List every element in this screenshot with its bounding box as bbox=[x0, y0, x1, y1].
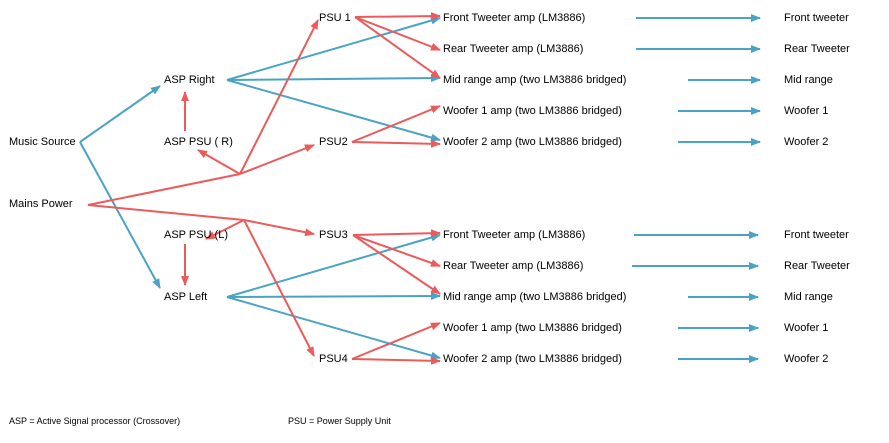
psu3-node: PSU3 bbox=[319, 229, 348, 241]
asp-psu-right-node: ASP PSU ( R) bbox=[164, 136, 233, 148]
psu1-node: PSU 1 bbox=[319, 12, 351, 24]
right-speaker-mid-range: Mid range bbox=[784, 74, 833, 86]
arrow-psu1-to-front-tweeter-amp bbox=[354, 12, 441, 21]
legend-psu: PSU = Power Supply Unit bbox=[288, 416, 391, 426]
psu4-node: PSU4 bbox=[319, 353, 348, 365]
left-amp-front-tweeter: Front Tweeter amp (LM3886) bbox=[443, 229, 586, 241]
left-amp-woofer-1: Woofer 1 amp (two LM3886 bridged) bbox=[443, 322, 622, 334]
right-speaker-woofer-2: Woofer 2 bbox=[784, 136, 829, 148]
right-amp-woofer-1: Woofer 1 amp (two LM3886 bridged) bbox=[443, 105, 622, 117]
right-speaker-rear-tweeter: Rear Tweeter bbox=[784, 43, 850, 55]
right-amp-woofer-2: Woofer 2 amp (two LM3886 bridged) bbox=[443, 136, 622, 148]
asp-psu-left-node: ASP PSU (L) bbox=[164, 229, 228, 241]
arrow-psu3-to-front-tweeter-amp bbox=[352, 229, 441, 238]
arrow-psu2-to-woofer1-amp bbox=[351, 105, 441, 143]
left-speaker-front-tweeter: Front tweeter bbox=[784, 229, 849, 241]
arrow-psu2-to-woofer2-amp bbox=[351, 139, 441, 148]
asp-right-node: ASP Right bbox=[164, 74, 215, 86]
arrow-junction-to-psu2 bbox=[239, 144, 315, 175]
arrow-psu3-to-rear-tweeter-amp bbox=[352, 234, 441, 267]
left-amp-woofer-2: Woofer 2 amp (two LM3886 bridged) bbox=[443, 353, 622, 365]
arrow-junction-to-asp-psu-r bbox=[197, 149, 241, 175]
line-mains-to-left-junction bbox=[87, 204, 245, 221]
signal-arrows bbox=[79, 14, 761, 363]
line-mains-to-right-junction bbox=[87, 173, 241, 206]
right-amp-front-tweeter: Front Tweeter amp (LM3886) bbox=[443, 12, 586, 24]
arrow-psu1-to-mid-amp bbox=[354, 16, 441, 79]
right-speaker-woofer-1: Woofer 1 bbox=[784, 105, 829, 117]
left-speaker-mid-range: Mid range bbox=[784, 291, 833, 303]
arrow-junction-to-asp-psu-l bbox=[205, 219, 245, 240]
arrow-source-to-asp-right bbox=[79, 85, 161, 143]
legend-asp: ASP = Active Signal processor (Crossover… bbox=[9, 416, 181, 426]
arrow-psu1-to-rear-tweeter-amp bbox=[354, 16, 441, 51]
arrow-junction-to-psu1 bbox=[239, 19, 319, 175]
arrow-psu4-to-woofer2-amp bbox=[351, 356, 441, 365]
psu2-node: PSU2 bbox=[319, 136, 348, 148]
asp-left-node: ASP Left bbox=[164, 291, 208, 303]
left-speaker-rear-tweeter: Rear Tweeter bbox=[784, 260, 850, 272]
arrow-asp-right-to-mid-amp bbox=[226, 74, 441, 83]
arrow-asp-left-to-woofer2-amp bbox=[226, 296, 441, 360]
arrow-asp-left-to-front-tweeter-amp bbox=[226, 233, 441, 298]
arrow-asp-right-to-front-tweeter-amp bbox=[226, 16, 441, 81]
arrow-asp-right-to-woofer2-amp bbox=[226, 79, 441, 142]
right-amp-mid-range: Mid range amp (two LM3886 bridged) bbox=[443, 74, 627, 86]
left-amp-rear-tweeter: Rear Tweeter amp (LM3886) bbox=[443, 260, 584, 272]
right-amp-rear-tweeter: Rear Tweeter amp (LM3886) bbox=[443, 43, 584, 55]
arrow-psu4-to-woofer1-amp bbox=[351, 322, 441, 360]
arrow-junction-to-psu3 bbox=[243, 219, 315, 237]
arrow-source-to-asp-left bbox=[79, 141, 161, 289]
music-source-node: Music Source bbox=[9, 136, 76, 148]
power-arrows bbox=[87, 12, 441, 365]
arrow-psu3-to-mid-amp bbox=[352, 234, 441, 295]
right-speaker-front-tweeter: Front tweeter bbox=[784, 12, 849, 24]
left-amp-mid-range: Mid range amp (two LM3886 bridged) bbox=[443, 291, 627, 303]
left-speaker-woofer-1: Woofer 1 bbox=[784, 322, 829, 334]
left-speaker-woofer-2: Woofer 2 bbox=[784, 353, 829, 365]
arrow-asp-left-to-mid-amp bbox=[226, 292, 441, 301]
arrow-junction-to-psu4 bbox=[243, 219, 315, 357]
mains-power-node: Mains Power bbox=[9, 198, 73, 210]
